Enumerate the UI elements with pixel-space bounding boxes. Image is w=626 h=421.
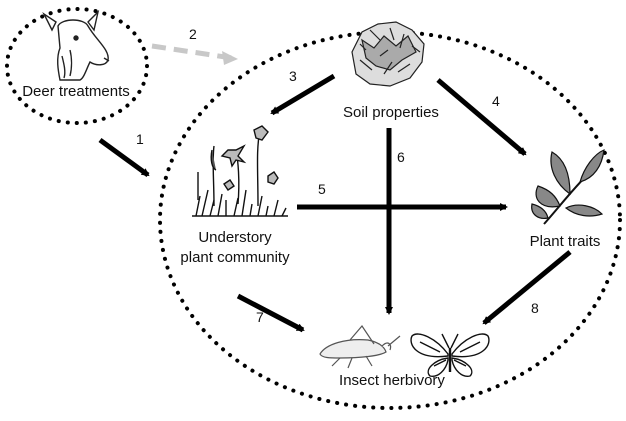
path-number-5: 5: [318, 181, 326, 197]
path-number-7: 7: [256, 309, 264, 325]
leaf-branch-icon: [531, 149, 605, 225]
arrow-8: [482, 250, 572, 325]
arrow-2-head: [222, 51, 238, 65]
arrow-7: [236, 293, 305, 333]
arrow-2: [151, 43, 233, 61]
label-understory-line2: plant community: [180, 249, 290, 266]
path-number-6: 6: [397, 149, 405, 165]
deer-head-icon: [42, 9, 110, 81]
label-insect-herbivory: Insect herbivory: [339, 372, 445, 389]
label-understory-line1: Understory: [198, 229, 272, 246]
soil-aggregate-icon: [351, 21, 425, 87]
path-number-8: 8: [531, 300, 539, 316]
grasshopper-icon: [319, 325, 401, 369]
deer-boundary: [5, 7, 149, 125]
arrow-4: [436, 78, 527, 156]
path-number-3: 3: [289, 68, 297, 84]
node-labels: Deer treatments Soil properties Understo…: [22, 83, 600, 389]
label-soil-properties: Soil properties: [343, 104, 439, 121]
label-plant-traits: Plant traits: [530, 233, 601, 250]
label-deer-treatments: Deer treatments: [22, 83, 130, 100]
ecosystem-boundary: [158, 30, 622, 410]
understory-plants-icon: [192, 125, 288, 217]
path-number-1: 1: [136, 131, 144, 147]
path-number-2: 2: [189, 26, 197, 42]
path-numbers: 1 2 3 4 5 6 7 8: [136, 26, 539, 325]
butterfly-icon: [410, 333, 490, 377]
arrows: [98, 43, 572, 333]
arrow-3: [270, 73, 336, 116]
arrow-1: [98, 137, 150, 178]
path-number-4: 4: [492, 93, 500, 109]
